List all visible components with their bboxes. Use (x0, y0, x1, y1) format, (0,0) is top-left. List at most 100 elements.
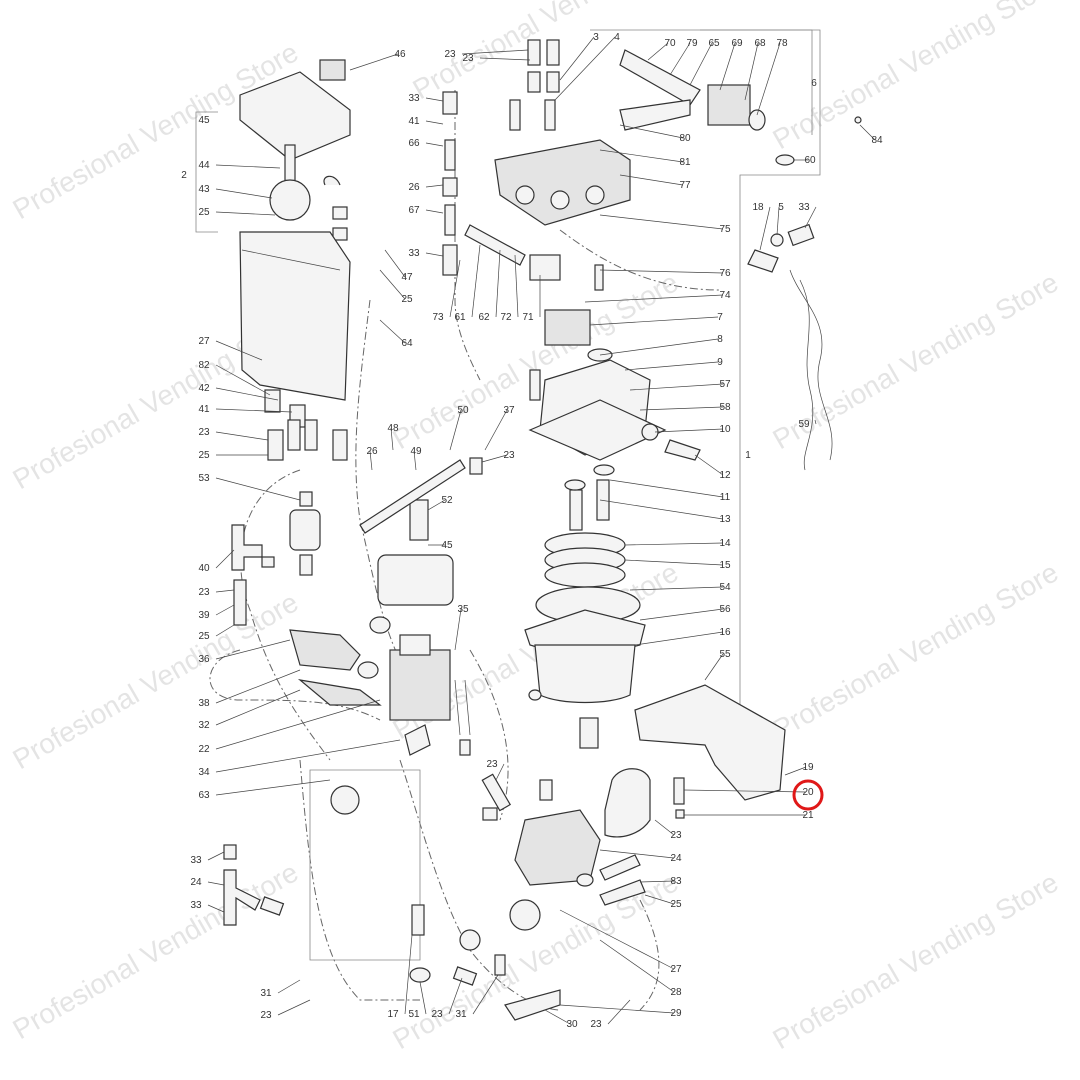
part-label: 69 (731, 38, 743, 49)
sleeve-part (442, 244, 458, 276)
leader-line (215, 477, 301, 501)
part-label: 66 (408, 138, 420, 149)
elbow-part (323, 175, 341, 186)
part-label: 49 (410, 446, 422, 457)
fitting-part (579, 717, 599, 749)
leader-line (484, 409, 508, 451)
part-label: 81 (679, 157, 691, 168)
part-label: 18 (752, 202, 764, 213)
sleeve-part (527, 71, 541, 93)
part-label: 37 (503, 405, 515, 416)
tube-chain (359, 459, 466, 534)
fitting-part (747, 249, 779, 273)
leader-line (634, 631, 724, 646)
part-label: 29 (670, 1008, 682, 1019)
leader-line (425, 120, 444, 125)
element-terminal (569, 489, 583, 531)
leader-line (479, 57, 531, 61)
wire-part (454, 679, 471, 736)
part-label: 61 (454, 312, 466, 323)
part-label: 23 (198, 587, 210, 598)
leader-line (784, 766, 807, 776)
pump-body (389, 649, 451, 721)
leader-line (207, 851, 225, 861)
manifold-part (297, 679, 382, 706)
leader-line (472, 974, 499, 1015)
leader-line (639, 880, 675, 883)
leader-line (215, 364, 271, 396)
part-label: 5 (778, 202, 784, 213)
leader-line (744, 42, 759, 101)
part-label: 15 (719, 560, 731, 571)
nut-part (675, 809, 685, 819)
watermark: Profesional Vending Store (8, 856, 304, 1045)
part-label: 23 (462, 53, 474, 64)
element-terminal (596, 479, 610, 521)
fitting-part (411, 904, 425, 936)
part-label: 80 (679, 133, 691, 144)
leader-line (425, 184, 444, 188)
screw-part (854, 116, 862, 124)
sleeve-part (332, 429, 348, 461)
part-label: 38 (198, 698, 210, 709)
group-frame-6 (700, 29, 813, 135)
part-label: 36 (198, 654, 210, 665)
leader-line (349, 53, 399, 71)
part-label: 42 (198, 383, 210, 394)
leader-line (215, 549, 235, 569)
leader-line (624, 559, 724, 566)
part-label: 33 (408, 93, 420, 104)
sleeve-part (332, 206, 348, 220)
part-label: 77 (679, 180, 691, 191)
leader-line (559, 909, 675, 970)
leader-line (425, 97, 444, 102)
leader-line (624, 361, 719, 371)
part-label: 45 (441, 540, 453, 551)
part-label: 79 (686, 38, 698, 49)
part-label: 23 (260, 1010, 272, 1021)
leader-line (495, 249, 501, 318)
part-label: 1 (745, 450, 751, 461)
part-label: 33 (798, 202, 810, 213)
leader-line (419, 981, 427, 1015)
sleeve-part (223, 844, 237, 860)
solenoid-coil (529, 254, 561, 281)
part-label: 31 (260, 988, 272, 999)
part-label: 64 (401, 338, 413, 349)
part-label: 58 (719, 402, 731, 413)
leader-line (629, 383, 724, 391)
leader-line (599, 269, 724, 274)
chassis-hole (330, 785, 360, 815)
relay-part (544, 309, 591, 346)
leader-line (804, 206, 817, 229)
part-label: 31 (455, 1009, 467, 1020)
part-label: 33 (190, 855, 202, 866)
leader-line (461, 49, 529, 55)
sleeve-part (787, 223, 815, 247)
leader-line (449, 259, 461, 318)
bracket-part (504, 989, 561, 1021)
part-label: 40 (198, 563, 210, 574)
part-label: 25 (670, 899, 682, 910)
leader-line (384, 249, 406, 278)
sleeve-part (304, 419, 318, 451)
leader-line (215, 699, 381, 750)
leader-line (619, 124, 684, 139)
leader-line (215, 408, 293, 413)
oring-part (775, 154, 795, 166)
part-label: 70 (664, 38, 676, 49)
part-label: 76 (719, 268, 731, 279)
fitting-part (299, 554, 313, 576)
sleeve-part (287, 419, 301, 451)
float-part (269, 179, 311, 221)
leader-line (647, 42, 669, 61)
leader-line (639, 406, 724, 411)
part-label: 4 (614, 32, 620, 43)
leader-line (427, 499, 446, 511)
part-label: 10 (719, 424, 731, 435)
part-label: 33 (190, 900, 202, 911)
leader-line (719, 42, 736, 91)
wire-harness (789, 269, 833, 461)
dash-path (559, 229, 721, 291)
